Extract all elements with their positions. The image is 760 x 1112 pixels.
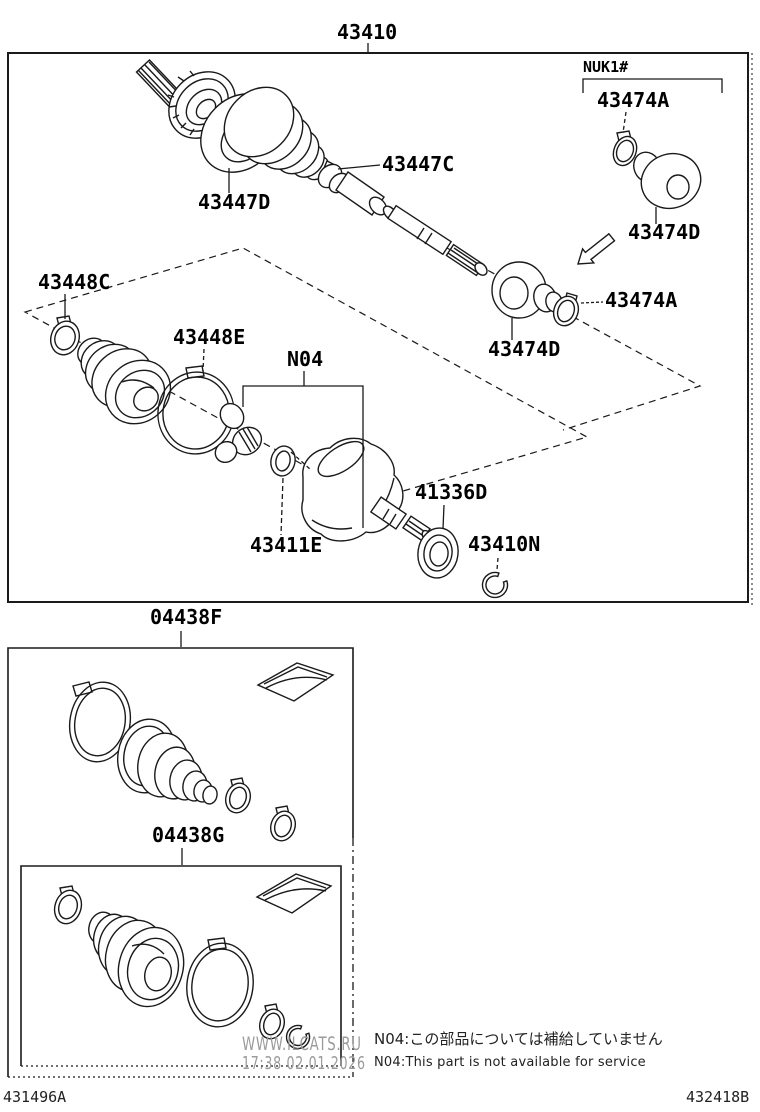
note-japanese: N04:この部品については補給していません bbox=[374, 1030, 663, 1048]
nuk1-header-label: NUK1# bbox=[583, 58, 629, 76]
leader-lines bbox=[64, 43, 723, 865]
part-label-43410n: 43410N bbox=[468, 532, 541, 556]
part-label-43447d: 43447D bbox=[198, 190, 271, 214]
boot-kit-g-drawing bbox=[53, 873, 333, 1050]
boot-kit-f-drawing bbox=[68, 662, 335, 842]
kit-g-box bbox=[20, 865, 342, 1066]
note-english: N04:This part is not available for servi… bbox=[374, 1055, 646, 1070]
part-label-41336d: 41336D bbox=[415, 480, 488, 504]
figure-code-left: 431496A bbox=[3, 1088, 67, 1106]
watermark-date: 17:38 02.01.2026 bbox=[242, 1053, 366, 1074]
kit-f-box bbox=[7, 647, 354, 1077]
part-label-n04: N04 bbox=[287, 347, 324, 371]
nuk1-bracket bbox=[582, 78, 723, 93]
direction-arrow bbox=[577, 232, 616, 265]
kit-label-04438g: 04438G bbox=[152, 823, 225, 847]
kit-label-04438f: 04438F bbox=[150, 605, 223, 629]
part-label-43474a-top: 43474A bbox=[597, 88, 670, 112]
part-label-43411e: 43411E bbox=[250, 533, 323, 557]
n04-bracket bbox=[242, 385, 364, 528]
part-label-43474d-mid: 43474D bbox=[488, 337, 561, 361]
part-label-43474a-mid: 43474A bbox=[605, 288, 678, 312]
part-label-43448c: 43448C bbox=[38, 270, 111, 294]
damper-parts-top bbox=[612, 130, 702, 210]
section-boxes bbox=[7, 52, 753, 1078]
drive-shaft-drawing bbox=[135, 59, 488, 277]
figure-code-right: 432418B bbox=[686, 1088, 750, 1106]
damper-parts-mid bbox=[491, 261, 580, 327]
part-label-43448e: 43448E bbox=[173, 325, 246, 349]
main-assembly-box bbox=[7, 52, 749, 603]
part-label-43447c: 43447C bbox=[382, 152, 455, 176]
part-label-43474d-top: 43474D bbox=[628, 220, 701, 244]
inboard-joint-drawing bbox=[49, 315, 509, 599]
watermark-site: WWW.ILCATS.RU bbox=[242, 1033, 362, 1055]
assembly-title: 43410 bbox=[337, 20, 398, 44]
